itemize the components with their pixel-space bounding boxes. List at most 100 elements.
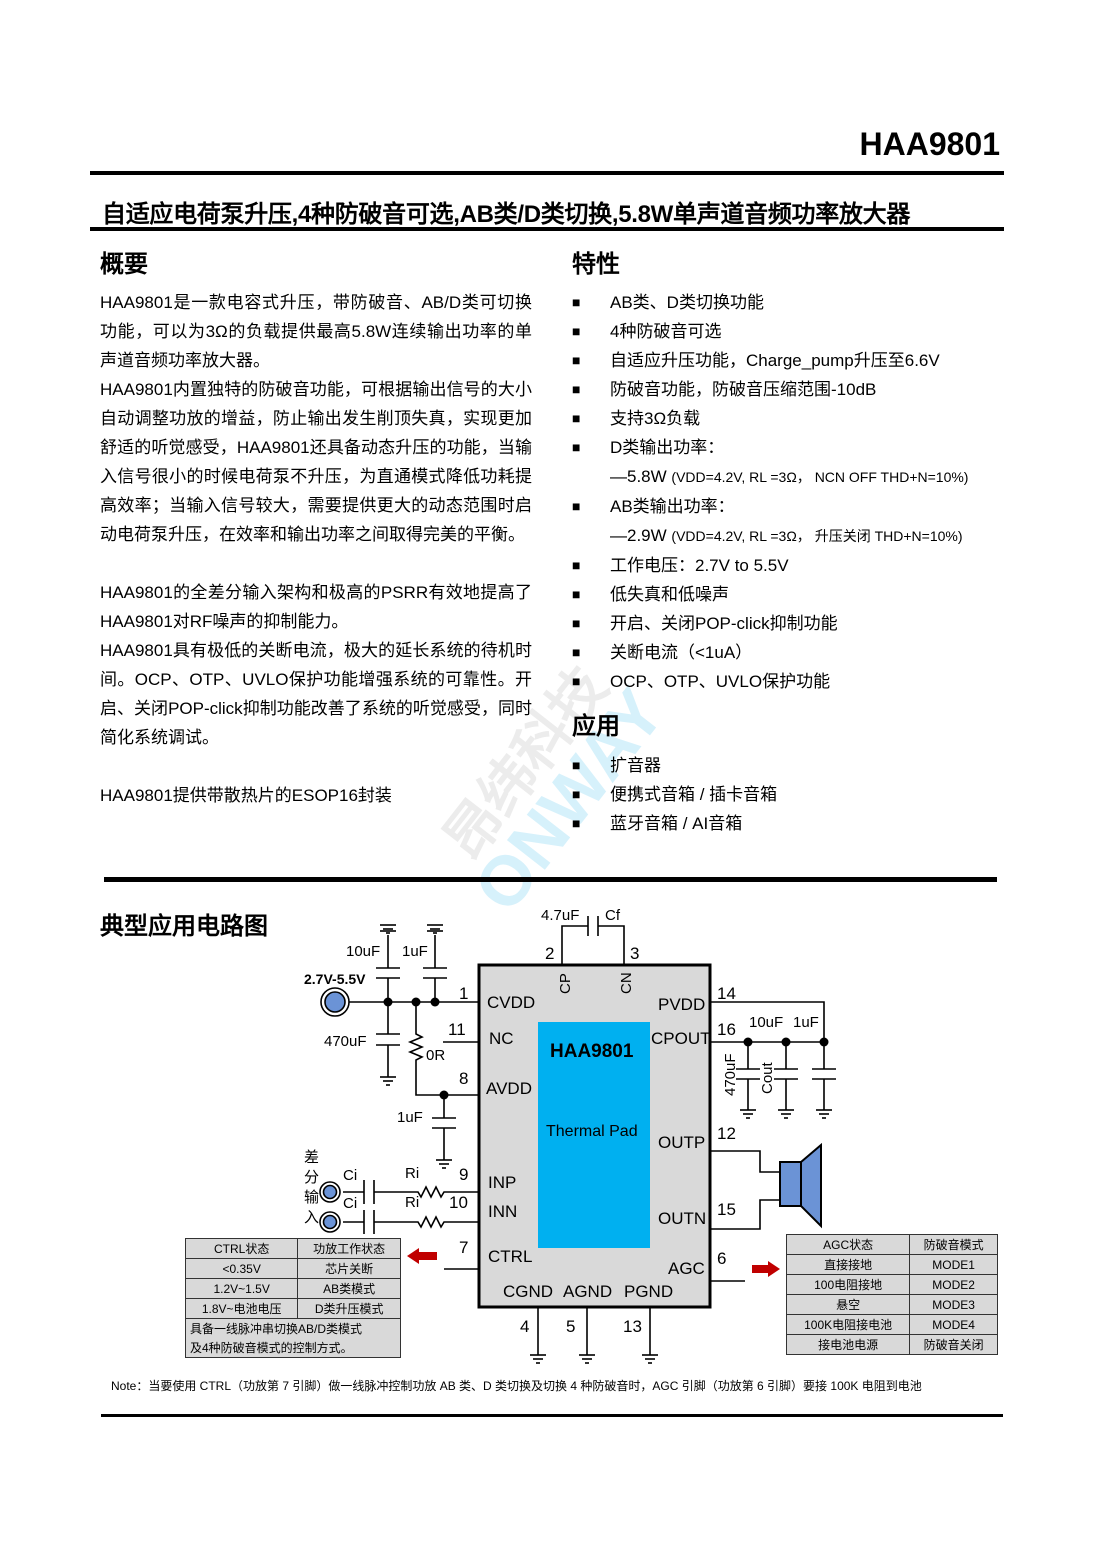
table-cell: CTRL状态 bbox=[184, 1238, 299, 1259]
thermal-pad-label: Thermal Pad bbox=[546, 1123, 638, 1140]
power-value: —5.8W bbox=[610, 467, 667, 486]
feature-text: 自适应升压功能，Charge_pump升压至6.6V bbox=[610, 351, 940, 370]
divider bbox=[90, 171, 1004, 175]
table-cell: 直接接地 bbox=[785, 1254, 911, 1275]
table-row: 接电池电源防破音关闭 bbox=[785, 1334, 998, 1355]
overview-paragraph: HAA9801的全差分输入架构和极高的PSRR有效地提高了HAA9801对RF噪… bbox=[100, 583, 532, 631]
application-item: ■ 扩音器 bbox=[572, 751, 1012, 780]
table-cell: MODE4 bbox=[909, 1314, 998, 1335]
pin-label: INP bbox=[488, 1173, 516, 1192]
application-item: ■蓝牙音箱 / AI音箱 bbox=[572, 809, 1012, 838]
ctrl-arrow-icon bbox=[407, 1248, 437, 1264]
bullet-icon: ■ bbox=[572, 786, 581, 802]
table-cell: 防破音模式 bbox=[909, 1234, 998, 1255]
pin-number: 7 bbox=[459, 1238, 468, 1257]
cap-label: Cout bbox=[759, 1061, 776, 1094]
table-cell: 具备一线脉冲串切换AB/D类模式 bbox=[185, 1318, 401, 1338]
cap-label: 10uF bbox=[749, 1014, 783, 1031]
feature-item: ■工作电压：2.7V to 5.5V bbox=[572, 551, 1012, 580]
feature-text: 防破音功能，防破音压缩范围-10dB bbox=[610, 380, 877, 399]
feature-text: 低失真和低噪声 bbox=[610, 585, 729, 604]
bullet-icon: ■ bbox=[572, 757, 581, 773]
cap-label: Ci bbox=[343, 1195, 357, 1212]
overview-paragraph: HAA9801内置独特的防破音功能，可根据输出信号的大小自动调整功放的增益，防止… bbox=[100, 380, 532, 544]
feature-text: OCP、OTP、UVLO保护功能 bbox=[610, 672, 831, 691]
application-text: 便携式音箱 / 插卡音箱 bbox=[610, 785, 778, 804]
table-cell: 芯片关断 bbox=[297, 1258, 401, 1279]
cap-label: 1uF bbox=[793, 1014, 819, 1031]
application-item: ■ 便携式音箱 / 插卡音箱 bbox=[572, 780, 1012, 809]
pin-number: 6 bbox=[717, 1249, 726, 1268]
document-subtitle: 自适应电荷泵升压,4种防破音可选,AB类/D类切换,5.8W单声道音频功率放大器 bbox=[102, 201, 911, 228]
pin-number: 3 bbox=[630, 944, 639, 963]
feature-item: ■关断电流（<1uA） bbox=[572, 638, 1012, 667]
pin-number: 11 bbox=[448, 1020, 466, 1039]
feature-item: ■ OCP、OTP、UVLO保护功能 bbox=[572, 667, 1012, 696]
table-cell: 悬空 bbox=[785, 1294, 911, 1315]
power-value: —2.9W bbox=[610, 526, 667, 545]
pin-label: CTRL bbox=[488, 1247, 532, 1266]
pin-label: PVDD bbox=[658, 995, 705, 1014]
pin-number: 1 bbox=[459, 984, 468, 1003]
bullet-icon: ■ bbox=[572, 557, 581, 573]
feature-item: ■AB类、D类切换功能 bbox=[572, 288, 1012, 317]
pin-label: CN bbox=[618, 972, 635, 994]
pin-label: CGND bbox=[503, 1282, 553, 1301]
feature-item: ■自适应升压功能，Charge_pump升压至6.6V bbox=[572, 346, 1012, 375]
pin-label: OUTN bbox=[658, 1209, 706, 1228]
bullet-icon: ■ bbox=[572, 410, 581, 426]
cap-label: 470uF bbox=[722, 1053, 739, 1096]
divider bbox=[101, 1414, 1003, 1417]
pin-label: AGND bbox=[563, 1282, 612, 1301]
cap-label: 10uF bbox=[346, 943, 380, 960]
bullet-icon: ■ bbox=[572, 644, 581, 660]
power-conditions: (VDD=4.2V, RL =3Ω， 升压关闭 THD+N=10%) bbox=[671, 528, 963, 544]
feature-item: ■AB类输出功率： bbox=[572, 492, 1012, 521]
pin-label: NC bbox=[489, 1029, 514, 1048]
pin-number: 5 bbox=[566, 1317, 575, 1336]
overview-heading: 概要 bbox=[100, 251, 148, 278]
table-cell: 100K电阻接电池 bbox=[785, 1314, 911, 1335]
cap-label: 1uF bbox=[397, 1109, 423, 1126]
overview-paragraph: HAA9801具有极低的关断电流，极大的延长系统的待机时间。OCP、OTP、UV… bbox=[100, 641, 532, 747]
power-conditions: (VDD=4.2V, RL =3Ω， NCN OFF THD+N=10%) bbox=[671, 469, 969, 485]
feature-text: AB类、D类切换功能 bbox=[610, 293, 764, 312]
table-cell: <0.35V bbox=[184, 1258, 299, 1279]
pin-number: 10 bbox=[449, 1193, 468, 1212]
pin-label: CVDD bbox=[487, 993, 535, 1012]
table-header: CTRL状态功放工作状态 bbox=[184, 1238, 401, 1259]
diff-input-label: 入 bbox=[304, 1209, 319, 1226]
feature-item: ■ 防破音功能，防破音压缩范围-10dB bbox=[572, 375, 1012, 404]
applications-list: ■ 扩音器 ■ 便携式音箱 / 插卡音箱 ■蓝牙音箱 / AI音箱 bbox=[572, 751, 1012, 838]
table-cell: 1.2V~1.5V bbox=[184, 1278, 299, 1299]
pin-label: AVDD bbox=[486, 1079, 532, 1098]
bullet-icon: ■ bbox=[572, 815, 581, 831]
thermal-pad bbox=[538, 1022, 650, 1248]
bullet-icon: ■ bbox=[572, 673, 581, 689]
application-text: 扩音器 bbox=[610, 756, 661, 775]
pin-label: OUTP bbox=[658, 1133, 705, 1152]
table-cell: MODE3 bbox=[909, 1294, 998, 1315]
resistor-label: 0R bbox=[426, 1047, 445, 1064]
junction-dots bbox=[383, 997, 829, 1100]
bullet-icon: ■ bbox=[572, 381, 581, 397]
resistor-label: Ri bbox=[405, 1165, 419, 1182]
pin-label: AGC bbox=[668, 1259, 705, 1278]
feature-text: AB类输出功率： bbox=[610, 497, 735, 516]
d-class-power: —5.8W (VDD=4.2V, RL =3Ω， NCN OFF THD+N=1… bbox=[572, 462, 1012, 492]
table-row: 具备一线脉冲串切换AB/D类模式 bbox=[185, 1318, 401, 1338]
feature-item: ■开启、关闭POP-click抑制功能 bbox=[572, 609, 1012, 638]
feature-text: 开启、关闭POP-click抑制功能 bbox=[610, 614, 838, 633]
divider bbox=[104, 877, 997, 882]
circuit-heading: 典型应用电路图 bbox=[100, 913, 268, 940]
table-cell: MODE2 bbox=[909, 1274, 998, 1295]
pin-number: 15 bbox=[717, 1200, 736, 1219]
table-header: AGC状态防破音模式 bbox=[785, 1234, 998, 1255]
